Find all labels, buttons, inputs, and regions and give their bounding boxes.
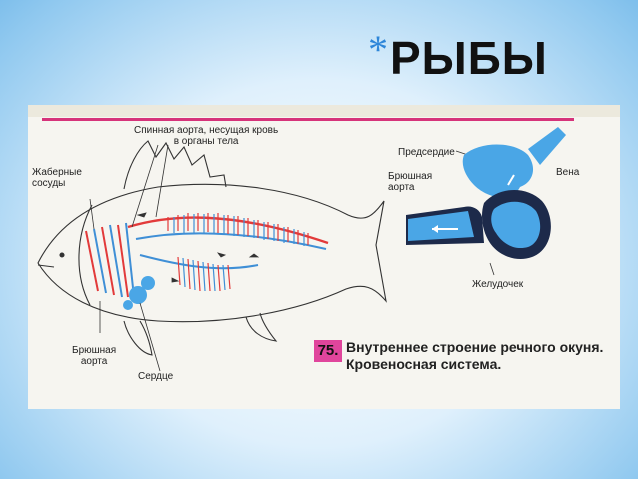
figure-number: 75. [314, 340, 342, 362]
label-ventral-aorta-left: Брюшная аорта [72, 345, 117, 367]
textbook-figure: Спинная аорта, несущая кровь в органы те… [28, 105, 620, 409]
enlarged-heart [406, 127, 566, 260]
flow-arrows [136, 212, 260, 283]
title-text: РЫБЫ [390, 32, 548, 84]
fish-outline [37, 140, 387, 356]
leader-lines [89, 144, 495, 372]
label-dorsal-aorta: Спинная аорта, несущая кровь в органы те… [134, 125, 279, 147]
title-bullet: * [368, 27, 388, 72]
figure-caption: Внутреннее строение речного окуня. Крове… [346, 339, 604, 372]
capillaries [167, 213, 309, 292]
circulation-diagram [37, 127, 566, 372]
label-ventricle: Желудочек [472, 279, 524, 290]
slide-title: * РЫБЫ [368, 30, 548, 86]
page-header [28, 105, 620, 117]
label-heart: Сердце [138, 371, 174, 382]
label-vein: Вена [556, 167, 580, 178]
label-ventral-aorta-right: Брюшная аорта [388, 171, 433, 193]
gill-vessels [85, 222, 135, 298]
fish-heart [123, 276, 155, 310]
header-rule [42, 118, 574, 121]
label-gill-vessels: Жаберные сосуды [32, 167, 82, 189]
label-atrium: Предсердие [398, 147, 455, 158]
dorsal-aorta [127, 216, 329, 245]
